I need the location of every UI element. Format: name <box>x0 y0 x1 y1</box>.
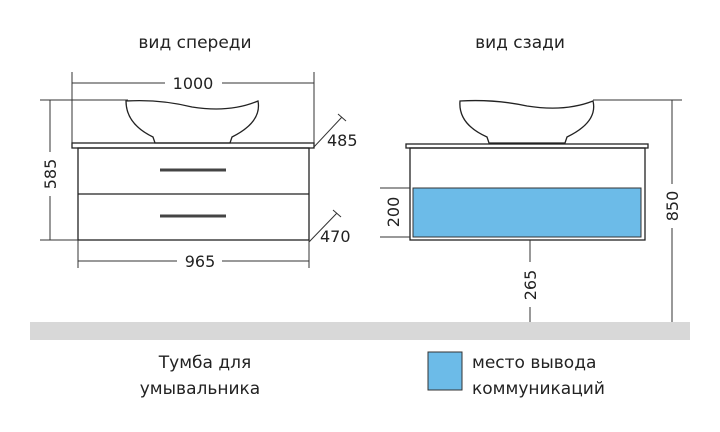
legend-line-1: место вывода <box>472 353 596 373</box>
dim-label-850: 850 <box>663 191 682 222</box>
rear-view: 200 265 850 <box>380 99 682 322</box>
utility-zone <box>412 187 642 238</box>
dim-label-470: 470 <box>320 227 351 246</box>
basin-rear <box>459 99 595 144</box>
dim-label-965: 965 <box>185 252 216 271</box>
front-view: 1000 585 965 485 470 <box>40 72 358 271</box>
dim-label-200: 200 <box>384 197 403 228</box>
dim-label-585: 585 <box>41 159 60 190</box>
countertop-front <box>71 142 315 149</box>
legend-swatch <box>427 351 463 391</box>
dim-label-265: 265 <box>521 270 540 301</box>
legend-line-2: коммуникаций <box>472 379 605 399</box>
basin-front <box>125 99 260 144</box>
dim-label-1000: 1000 <box>173 74 214 93</box>
rear-view-title: вид сзади <box>475 33 565 53</box>
front-view-title: вид спереди <box>138 33 251 53</box>
caption-line-1: Тумба для <box>158 353 251 373</box>
caption-line-2: умывальника <box>140 379 260 399</box>
floor-band <box>30 322 690 340</box>
dim-label-485: 485 <box>327 131 358 150</box>
cabinet-rear <box>409 147 646 241</box>
